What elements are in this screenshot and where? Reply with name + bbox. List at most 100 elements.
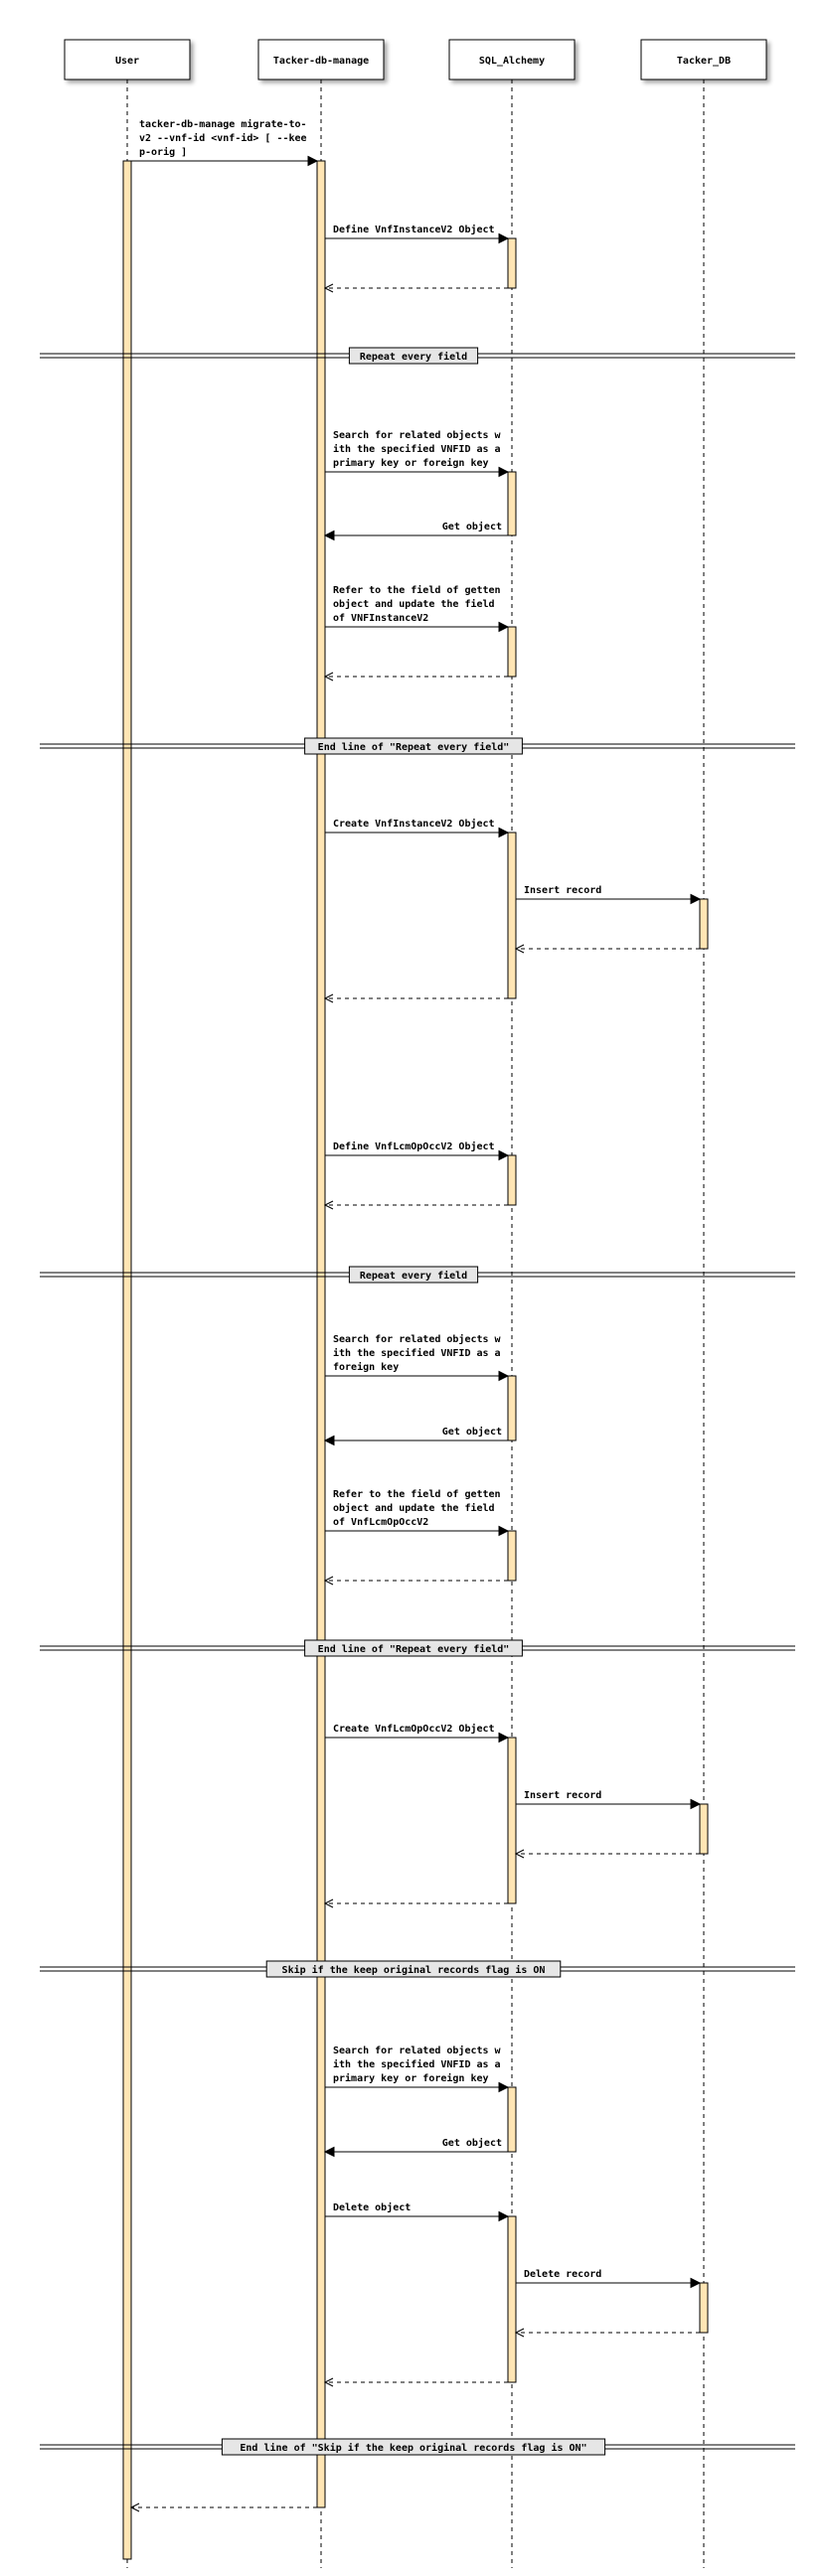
divider-box: [221, 2438, 606, 2456]
message-label: primary key or foreign key: [333, 457, 489, 469]
arrowhead-filled: [498, 232, 510, 244]
message-label: Refer to the field of getten: [333, 1488, 501, 1500]
arrowhead-open: [129, 2502, 140, 2512]
participant-sql: SQL_Alchemy: [448, 39, 576, 80]
message: Get object: [323, 1426, 508, 1446]
arrowhead-filled: [307, 155, 319, 167]
message-label: Get object: [442, 521, 502, 532]
activation-bar-sql: [507, 1530, 517, 1582]
participants: User Tacker-db-manage SQL_Alchemy Tacker_DB: [64, 39, 767, 80]
message-label: foreign key: [333, 1361, 399, 1373]
arrowhead-open: [514, 1849, 525, 1859]
divider-label: End line of "Repeat every field": [318, 1643, 510, 1655]
divider: Skip if the keep original records flag i…: [40, 1960, 795, 1978]
activation-bar-sql: [507, 626, 517, 678]
message-label: object and update the field: [333, 1502, 495, 1514]
message-label: Search for related objects w: [333, 1333, 502, 1345]
message: Refer to the field of getten object and …: [325, 1488, 510, 1537]
arrowhead-filled: [498, 1149, 510, 1161]
message: Get object: [323, 2137, 508, 2158]
message-label: Define VnfLcmOpOccV2 Object: [333, 1140, 495, 1152]
divider-box: [348, 347, 479, 365]
arrowhead-open: [323, 283, 334, 293]
divider: Repeat every field: [40, 1266, 795, 1284]
participant-label: Tacker-db-manage: [273, 56, 369, 67]
message-label: Refer to the field of getten: [333, 584, 501, 596]
activation-bar-sql: [507, 832, 517, 999]
message: [514, 2328, 700, 2338]
message-label: of VNFInstanceV2: [333, 613, 428, 624]
message: [514, 944, 700, 954]
message-label: Create VnfLcmOpOccV2 Object: [333, 1723, 495, 1735]
divider-label: Repeat every field: [360, 1270, 467, 1282]
activation-bar-db: [699, 898, 709, 950]
message-label: object and update the field: [333, 598, 495, 610]
message-label: Get object: [442, 1426, 502, 1438]
arrowhead-filled: [498, 621, 510, 633]
message: Create VnfInstanceV2 Object: [325, 818, 510, 838]
arrowhead-open: [323, 1898, 334, 1908]
message-label: of VnfLcmOpOccV2: [333, 1517, 428, 1528]
message-label: Define VnfInstanceV2 Object: [333, 224, 495, 235]
message: Delete object: [325, 2201, 510, 2222]
arrowhead-filled: [498, 1732, 510, 1743]
arrowhead-open: [323, 993, 334, 1003]
message-label: primary key or foreign key: [333, 2072, 489, 2084]
arrowhead-open: [323, 2377, 334, 2387]
activation-bar-db: [699, 1803, 709, 1855]
activation-bar-sql: [507, 1154, 517, 1206]
message-label: Insert record: [524, 1790, 601, 1801]
arrowhead-filled: [690, 1798, 702, 1810]
message-label: v2 --vnf-id <vnf-id> [ --kee: [139, 132, 307, 144]
message: tacker-db-manage migrate-to-v2 --vnf-id …: [131, 118, 319, 167]
arrowhead-filled: [323, 2146, 335, 2158]
participant-tdm: Tacker-db-manage: [257, 39, 385, 80]
arrowhead-open: [323, 1200, 334, 1210]
activation-bar-sql: [507, 2086, 517, 2153]
message-label: Search for related objects w: [333, 2045, 502, 2056]
activation-bar-user: [122, 160, 132, 2560]
participant-box: [64, 39, 191, 80]
activation-bar-sql: [507, 2215, 517, 2383]
message-label: p-orig ]: [139, 146, 187, 158]
divider-box: [304, 1639, 523, 1657]
participant-db: Tacker_DB: [640, 39, 767, 80]
activation-bar-sql: [507, 1737, 517, 1904]
participant-box: [257, 39, 385, 80]
message-label: Insert record: [524, 885, 601, 896]
participant-box: [640, 39, 767, 80]
message-label: ith the specified VNFID as a: [333, 2058, 501, 2070]
messages: tacker-db-manage migrate-to-v2 --vnf-id …: [129, 118, 702, 2512]
divider: Repeat every field: [40, 347, 795, 365]
message: [323, 672, 508, 682]
message: Get object: [323, 521, 508, 541]
activation-bar-sql: [507, 1375, 517, 1441]
participant-user: User: [64, 39, 191, 80]
message: [323, 1898, 508, 1908]
message: Create VnfLcmOpOccV2 Object: [325, 1723, 510, 1743]
participant-label: Tacker_DB: [677, 56, 731, 67]
message-label: Delete record: [524, 2269, 601, 2280]
activation-bars: [122, 160, 709, 2560]
activation-bar-sql: [507, 237, 517, 289]
arrowhead-filled: [498, 466, 510, 478]
arrowhead-filled: [498, 2081, 510, 2093]
message: Define VnfInstanceV2 Object: [325, 224, 510, 244]
divider-label: End line of "Repeat every field": [318, 741, 510, 753]
message: [323, 993, 508, 1003]
participant-label: User: [115, 56, 139, 67]
message-label: ith the specified VNFID as a: [333, 443, 501, 455]
arrowhead-filled: [498, 1525, 510, 1537]
divider-label: Skip if the keep original records flag i…: [282, 1964, 546, 1976]
message: [514, 1849, 700, 1859]
divider: End line of "Repeat every field": [40, 1639, 795, 1657]
message: [323, 283, 508, 293]
arrowhead-filled: [690, 2277, 702, 2289]
arrowhead-filled: [498, 2210, 510, 2222]
message-label: tacker-db-manage migrate-to-: [139, 118, 307, 130]
message: Define VnfLcmOpOccV2 Object: [325, 1140, 510, 1161]
